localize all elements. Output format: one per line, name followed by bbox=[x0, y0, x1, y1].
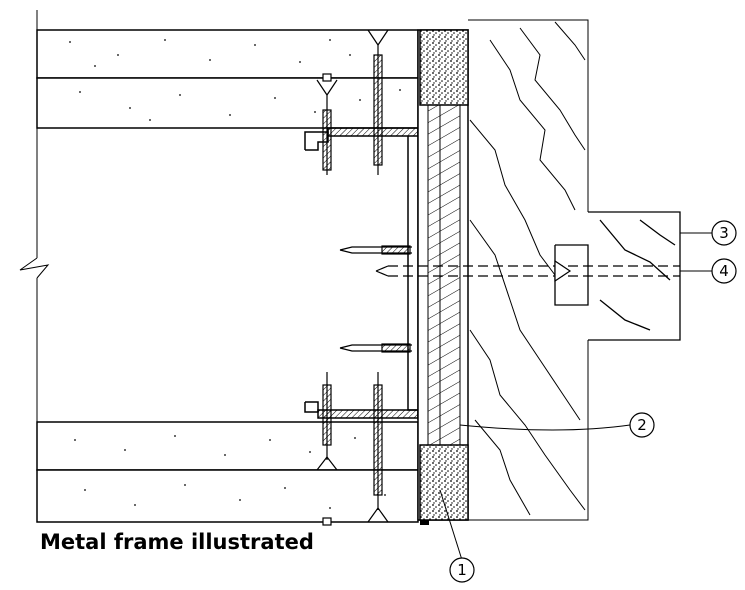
top-drywall bbox=[36, 29, 419, 129]
top-metal-track bbox=[304, 127, 419, 420]
callout-2: 2 bbox=[629, 412, 655, 438]
bottom-foam-block bbox=[419, 444, 469, 521]
window-frame bbox=[417, 29, 469, 521]
drawing-caption: Metal frame illustrated bbox=[40, 530, 314, 554]
top-screws bbox=[316, 29, 389, 175]
bottom-screws bbox=[316, 372, 389, 526]
masonry-wall bbox=[468, 19, 589, 521]
callout-4: 4 bbox=[711, 258, 737, 284]
callout-1-label: 1 bbox=[457, 561, 467, 579]
leader-lines bbox=[439, 232, 712, 561]
callout-3-label: 3 bbox=[719, 224, 729, 242]
stud-fasteners bbox=[339, 245, 412, 353]
callout-4-label: 4 bbox=[719, 262, 729, 280]
bottom-metal-track bbox=[304, 401, 419, 419]
anchor-rod bbox=[375, 259, 680, 283]
callout-2-label: 2 bbox=[637, 416, 647, 434]
callout-1: 1 bbox=[449, 557, 475, 583]
bottom-drywall bbox=[36, 421, 419, 523]
callout-3: 3 bbox=[711, 220, 737, 246]
top-foam-block bbox=[419, 29, 469, 106]
